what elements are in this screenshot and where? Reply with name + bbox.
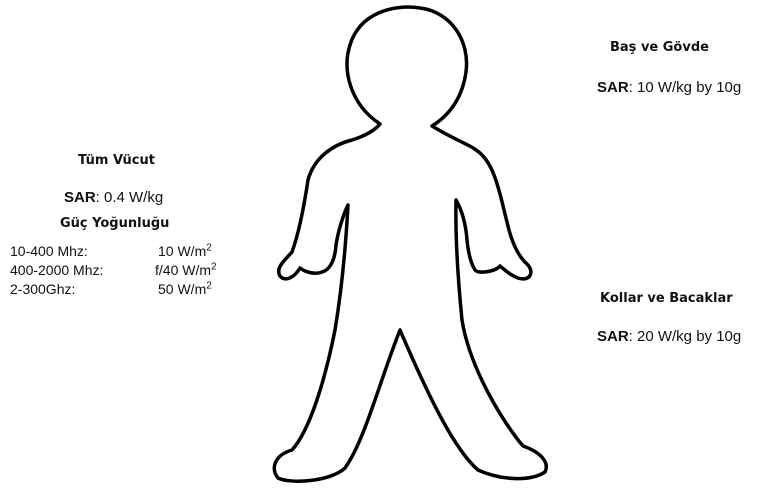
whole-body-heading: Tüm Vücut <box>78 153 155 168</box>
limbs-heading: Kollar ve Bacaklar <box>600 291 733 306</box>
power-density-row: 400-2000 Mhz: <box>10 262 103 278</box>
power-density-range: 2-300Ghz: <box>10 281 75 297</box>
head-trunk-sar: SAR: 10 W/kg by 10g <box>597 79 741 96</box>
head-trunk-sar-value: : 10 W/kg by 10g <box>629 79 742 96</box>
power-density-range: 10-400 Mhz: <box>10 243 88 259</box>
limbs-sar-label: SAR <box>597 328 629 345</box>
whole-body-sar-label: SAR <box>64 189 96 206</box>
power-density-range: 400-2000 Mhz: <box>10 262 103 278</box>
whole-body-sar-value: : 0.4 W/kg <box>96 189 164 206</box>
body-outline <box>274 7 546 481</box>
power-density-value: 10 W/m2 <box>158 243 212 259</box>
head-trunk-sar-label: SAR <box>597 79 629 96</box>
power-density-value: 50 W/m2 <box>158 281 212 297</box>
limbs-sar-value: : 20 W/kg by 10g <box>629 328 742 345</box>
power-density-row: 10-400 Mhz: <box>10 243 88 259</box>
limbs-sar: SAR: 20 W/kg by 10g <box>597 328 741 345</box>
whole-body-sar: SAR: 0.4 W/kg <box>64 189 163 206</box>
power-density-heading: Güç Yoğunluğu <box>60 216 169 231</box>
power-density-value: f/40 W/m2 <box>155 262 217 278</box>
head-trunk-heading: Baş ve Gövde <box>610 40 709 55</box>
power-density-row: 2-300Ghz: <box>10 281 75 297</box>
